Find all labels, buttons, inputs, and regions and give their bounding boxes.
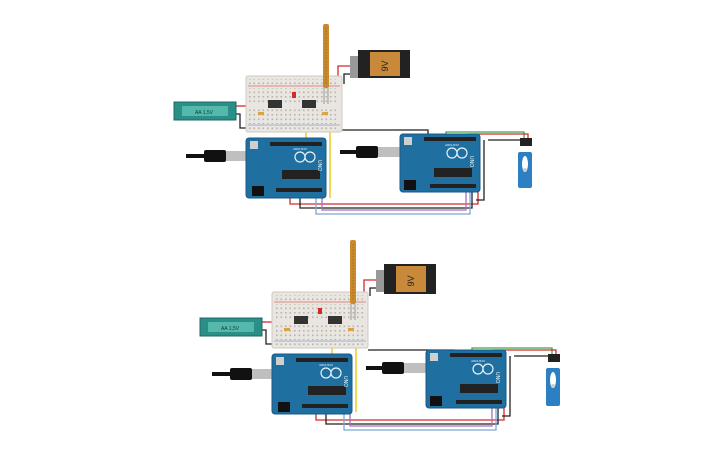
wire[interactable] xyxy=(502,356,511,417)
wire[interactable] xyxy=(321,192,467,211)
wire[interactable] xyxy=(262,329,274,345)
usb-cable[interactable] xyxy=(340,146,400,158)
wire[interactable] xyxy=(349,408,493,427)
wire[interactable] xyxy=(315,192,471,215)
wire[interactable] xyxy=(325,404,499,425)
arduino-right-brand: ARDUINO xyxy=(471,359,486,363)
arduino-right-brand: ARDUINO xyxy=(445,143,460,147)
wire[interactable] xyxy=(343,73,350,84)
circuit-bottom: 9V AA 1,5V UNO xyxy=(199,240,560,431)
arduino-right[interactable]: UNO ARDUINO xyxy=(425,349,507,409)
arduino-left-label: UNO xyxy=(342,376,348,387)
battery-9v[interactable]: 9V xyxy=(350,50,410,78)
arduino-left-label: UNO xyxy=(316,160,322,171)
arduino-right-label: UNO xyxy=(494,372,500,383)
wire[interactable] xyxy=(476,140,485,201)
microcontroller xyxy=(434,168,472,177)
battery-aa-label: AA 1,5V xyxy=(221,326,240,332)
resistor[interactable] xyxy=(258,112,264,115)
battery-aa-label: AA 1,5V xyxy=(195,110,214,116)
microcontroller xyxy=(282,170,320,179)
usb-cable[interactable] xyxy=(366,362,426,374)
battery-9v[interactable]: 9V xyxy=(376,264,436,294)
circuit-top: 9V AA 1,5V xyxy=(173,24,532,215)
breadboard[interactable] xyxy=(271,291,369,349)
arduino-right[interactable]: UNO ARDUINO xyxy=(399,133,481,193)
led[interactable] xyxy=(318,308,322,314)
battery-9v-label: 9V xyxy=(380,60,390,71)
ic-chip[interactable] xyxy=(302,100,316,108)
wire[interactable] xyxy=(315,404,505,421)
wire[interactable] xyxy=(369,287,376,296)
battery-aa[interactable]: AA 1,5V xyxy=(173,101,237,121)
wire[interactable] xyxy=(236,113,248,129)
ic-chip[interactable] xyxy=(294,316,308,324)
usb-cable[interactable] xyxy=(186,150,248,162)
resistor[interactable] xyxy=(348,328,354,331)
ic-chip[interactable] xyxy=(328,316,342,324)
flex-sensor[interactable] xyxy=(350,240,356,320)
ic-chip[interactable] xyxy=(268,100,282,108)
battery-aa[interactable]: AA 1,5V xyxy=(199,317,263,337)
arduino-left[interactable]: UNO ARDUINO xyxy=(245,137,327,199)
wire[interactable] xyxy=(363,279,376,296)
resistor[interactable] xyxy=(322,112,328,115)
battery-9v-label: 9V xyxy=(406,275,416,286)
servo-motor[interactable] xyxy=(546,354,560,406)
wire[interactable] xyxy=(299,188,473,209)
flex-sensor[interactable] xyxy=(323,24,329,104)
arduino-left[interactable]: UNO ARDUINO xyxy=(271,353,353,415)
arduino-right-label: UNO xyxy=(468,156,474,167)
microcontroller xyxy=(308,386,346,395)
arduino-left-brand: ARDUINO xyxy=(293,147,308,151)
wire[interactable] xyxy=(343,408,497,431)
servo-motor[interactable] xyxy=(518,138,532,188)
usb-cable[interactable] xyxy=(212,368,274,380)
arduino-left-brand: ARDUINO xyxy=(319,363,334,367)
led[interactable] xyxy=(292,92,296,98)
microcontroller xyxy=(460,384,498,393)
resistor[interactable] xyxy=(284,328,290,331)
wire[interactable] xyxy=(289,188,479,205)
